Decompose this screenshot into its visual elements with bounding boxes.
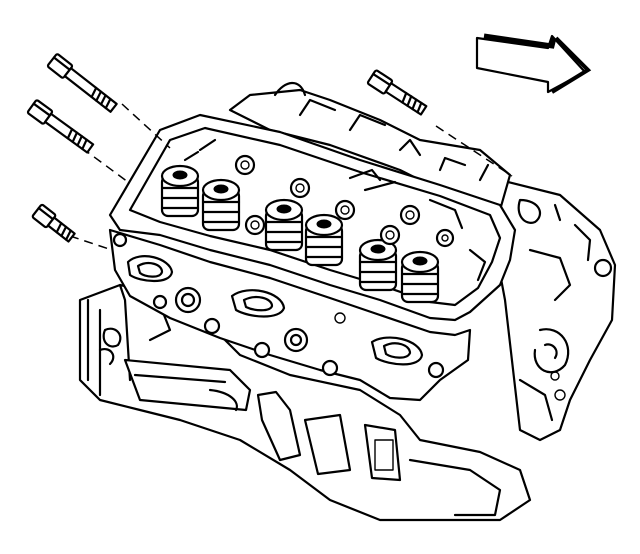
valve-spring-4 xyxy=(304,213,344,267)
bolt-icon xyxy=(26,53,428,243)
block-right-side xyxy=(488,178,617,442)
engine-block xyxy=(78,283,532,522)
exhaust-ports xyxy=(112,232,445,379)
head-bolt-4 xyxy=(366,69,428,116)
valve-spring-3 xyxy=(264,198,304,252)
valve-spring-6 xyxy=(400,250,440,304)
valve-spring-2 xyxy=(201,178,241,232)
block-upper-rear xyxy=(228,81,512,212)
head-bolt-2 xyxy=(26,99,95,154)
valve-spring-1 xyxy=(160,164,200,218)
valve-springs xyxy=(160,164,440,304)
direction-arrow-icon xyxy=(475,33,592,94)
head-bolt-1 xyxy=(46,53,118,113)
bolt-alignment-lines xyxy=(69,103,513,251)
rocker-studs xyxy=(183,138,487,282)
valve-spring-5 xyxy=(358,238,398,292)
head-bolt-3 xyxy=(31,203,76,243)
